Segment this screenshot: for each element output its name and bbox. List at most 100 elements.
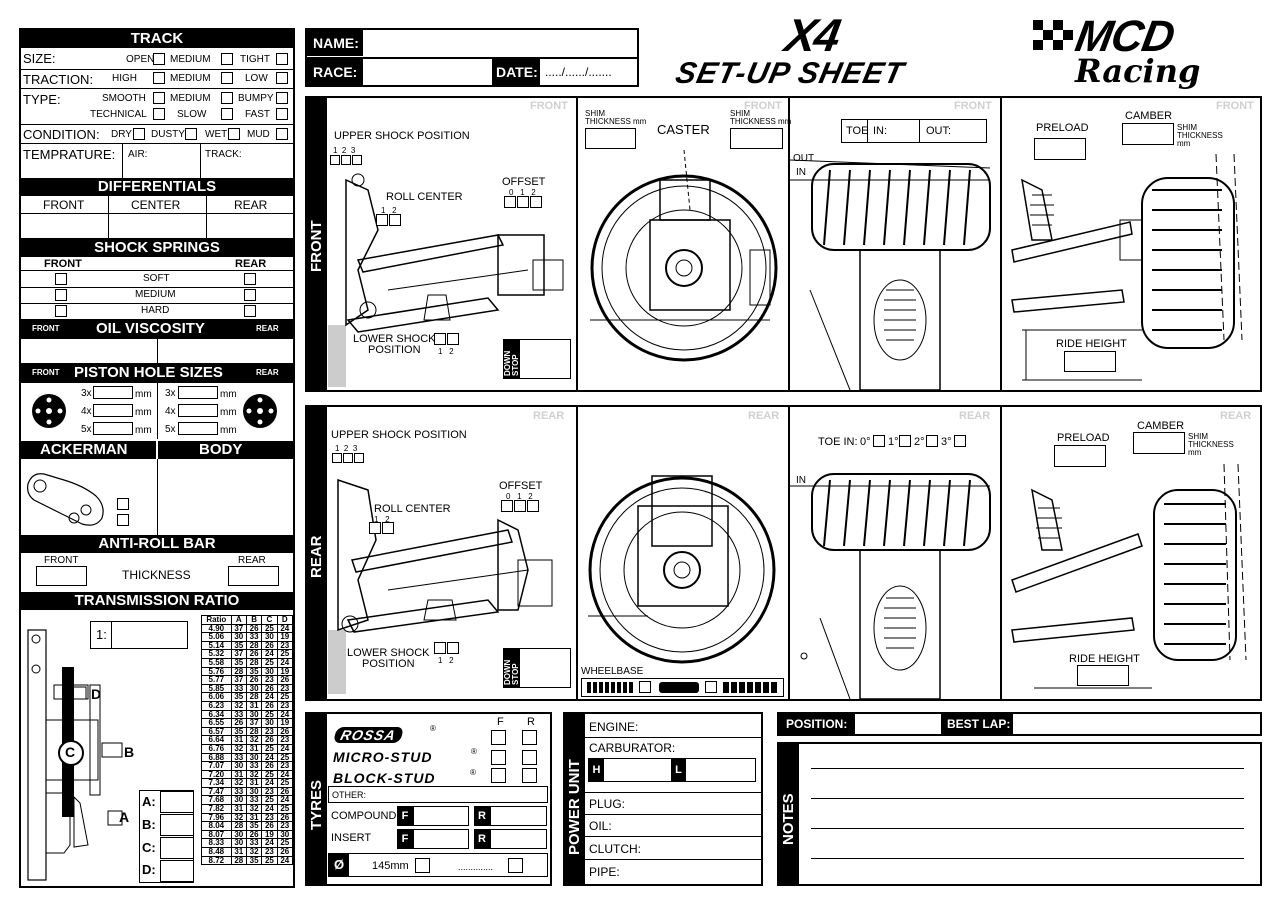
- carb-l-input[interactable]: [686, 759, 755, 781]
- race-input[interactable]: [363, 59, 492, 85]
- front-lower-1-checkbox[interactable]: [434, 333, 446, 345]
- notes-line[interactable]: [811, 828, 1244, 829]
- front-upper-3-checkbox[interactable]: [352, 155, 362, 165]
- piston-front-5x-input[interactable]: [93, 422, 133, 435]
- insert-f-input[interactable]: [413, 829, 469, 849]
- front-upper-1-checkbox[interactable]: [330, 155, 340, 165]
- spring-rear-hard-checkbox[interactable]: [244, 305, 256, 317]
- gear-b-input[interactable]: [160, 814, 194, 836]
- condition-mud-checkbox[interactable]: [276, 128, 288, 140]
- wheelbase-2-checkbox[interactable]: [705, 681, 717, 693]
- piston-front-4x-input[interactable]: [93, 404, 133, 417]
- gear-a-input[interactable]: [160, 791, 194, 813]
- condition-dry-checkbox[interactable]: [133, 128, 145, 140]
- spring-rear-medium-checkbox[interactable]: [244, 289, 256, 301]
- rear-upper-2-checkbox[interactable]: [343, 453, 353, 463]
- block-r-checkbox[interactable]: [522, 768, 537, 783]
- micro-r-checkbox[interactable]: [522, 750, 537, 765]
- wheelbase-1-checkbox[interactable]: [639, 681, 651, 693]
- front-lower-2-checkbox[interactable]: [447, 333, 459, 345]
- front-roll-1-checkbox[interactable]: [376, 214, 388, 226]
- front-offset-2-checkbox[interactable]: [530, 196, 542, 208]
- name-input[interactable]: [363, 30, 637, 56]
- rear-toe-2-checkbox[interactable]: [926, 435, 938, 447]
- rear-offset-1-checkbox[interactable]: [514, 500, 526, 512]
- shim-right-input[interactable]: [730, 128, 783, 149]
- spring-front-hard-checkbox[interactable]: [55, 305, 67, 317]
- size-tight-checkbox[interactable]: [276, 53, 288, 65]
- size-open-checkbox[interactable]: [153, 53, 165, 65]
- rear-lower-1-checkbox[interactable]: [434, 642, 446, 654]
- rossa-f-checkbox[interactable]: [491, 730, 506, 745]
- ratio-input[interactable]: [90, 621, 188, 649]
- diameter-other-checkbox[interactable]: [508, 858, 523, 873]
- shim-left-input[interactable]: [585, 128, 636, 149]
- traction-high-checkbox[interactable]: [153, 72, 165, 84]
- tyre-other-input[interactable]: [328, 786, 548, 803]
- rear-roll-2-checkbox[interactable]: [382, 522, 394, 534]
- front-camber-input[interactable]: [1122, 123, 1174, 145]
- front-upper-2-checkbox[interactable]: [341, 155, 351, 165]
- piston-rear-4x-input[interactable]: [178, 404, 218, 417]
- rear-upper-1-checkbox[interactable]: [332, 453, 342, 463]
- front-roll-2-checkbox[interactable]: [389, 214, 401, 226]
- rear-ride-height-input[interactable]: [1077, 665, 1129, 686]
- type-smooth-checkbox[interactable]: [153, 92, 165, 104]
- rossa-r-checkbox[interactable]: [522, 730, 537, 745]
- type-technical-checkbox[interactable]: [153, 108, 165, 120]
- front-preload-input[interactable]: [1034, 138, 1086, 160]
- type-medium-checkbox[interactable]: [221, 92, 233, 104]
- condition-wet-checkbox[interactable]: [228, 128, 240, 140]
- gear-c-input[interactable]: [160, 837, 194, 859]
- notes-line[interactable]: [811, 858, 1244, 859]
- type-bumpy-checkbox[interactable]: [276, 92, 288, 104]
- divider: [585, 814, 761, 815]
- rear-offset-label: OFFSET: [499, 480, 543, 492]
- front-offset-0-checkbox[interactable]: [504, 196, 516, 208]
- antiroll-rear-input[interactable]: [228, 566, 279, 586]
- rear-toe-0-checkbox[interactable]: [873, 435, 885, 447]
- rear-offset-0-checkbox[interactable]: [501, 500, 513, 512]
- piston-rear-3x-input[interactable]: [178, 386, 218, 399]
- type-slow-checkbox[interactable]: [221, 108, 233, 120]
- rear-toe-1-checkbox[interactable]: [899, 435, 911, 447]
- rear-upper-3-checkbox[interactable]: [354, 453, 364, 463]
- rear-lower-2-checkbox[interactable]: [447, 642, 459, 654]
- ackerman-1-checkbox[interactable]: [117, 498, 129, 510]
- spring-front-medium-checkbox[interactable]: [55, 289, 67, 301]
- front-offset-1-checkbox[interactable]: [517, 196, 529, 208]
- rear-toe-3-checkbox[interactable]: [954, 435, 966, 447]
- rear-roll-1-checkbox[interactable]: [369, 522, 381, 534]
- spring-front-soft-checkbox[interactable]: [55, 273, 67, 285]
- traction-low-checkbox[interactable]: [276, 72, 288, 84]
- block-f-checkbox[interactable]: [491, 768, 506, 783]
- rear-preload-input[interactable]: [1054, 445, 1106, 467]
- rear-offset-2-checkbox[interactable]: [527, 500, 539, 512]
- diameter-145-checkbox[interactable]: [415, 858, 430, 873]
- date-input[interactable]: ...../....../.......: [545, 65, 612, 79]
- size-medium-checkbox[interactable]: [221, 53, 233, 65]
- condition-dusty-checkbox[interactable]: [185, 128, 197, 140]
- insert-r-input[interactable]: [490, 829, 547, 849]
- position-input[interactable]: [855, 714, 941, 734]
- antiroll-front-input[interactable]: [36, 566, 87, 586]
- rear-camber-input[interactable]: [1133, 432, 1185, 454]
- piston-front-3x-input[interactable]: [93, 386, 133, 399]
- front-downstop-label: DOWN STOP: [503, 350, 520, 376]
- spring-rear-soft-checkbox[interactable]: [244, 273, 256, 285]
- micro-f-checkbox[interactable]: [491, 750, 506, 765]
- rear-corner-1: REAR: [533, 410, 565, 422]
- compound-f-input[interactable]: [413, 806, 469, 826]
- traction-medium-checkbox[interactable]: [221, 72, 233, 84]
- ackerman-2-checkbox[interactable]: [117, 514, 129, 526]
- notes-line[interactable]: [811, 768, 1244, 769]
- notes-line[interactable]: [811, 798, 1244, 799]
- front-ride-height-input[interactable]: [1064, 351, 1116, 372]
- compound-r-input[interactable]: [490, 806, 547, 826]
- carb-h-input[interactable]: [604, 759, 670, 781]
- piston-rear-5x-input[interactable]: [178, 422, 218, 435]
- best-lap-input[interactable]: [1013, 714, 1260, 734]
- gear-d-input[interactable]: [160, 860, 194, 882]
- type-fast-checkbox[interactable]: [276, 108, 288, 120]
